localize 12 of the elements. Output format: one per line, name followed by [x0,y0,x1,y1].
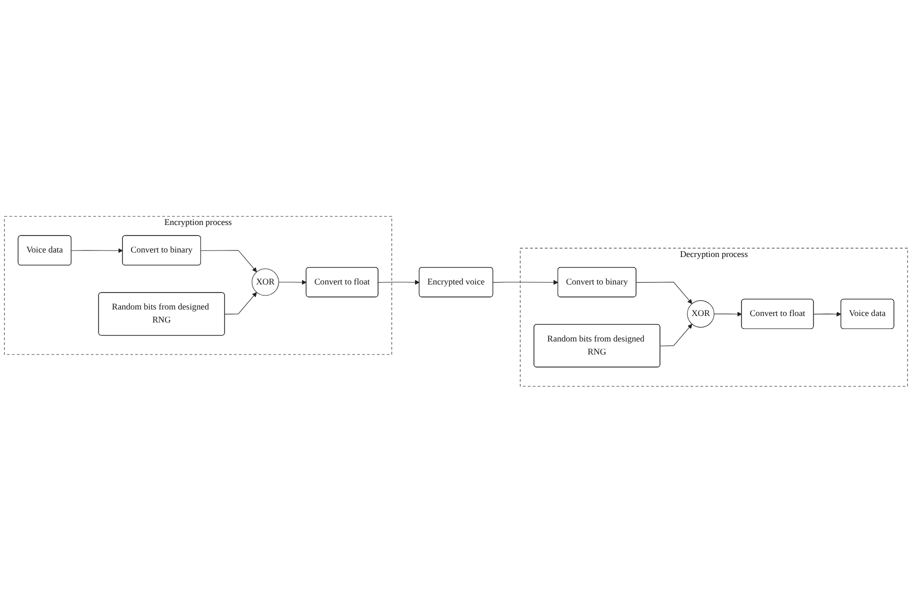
arrow [636,282,692,304]
arrow [813,312,842,317]
arrow [378,280,420,285]
node-circle: XOR [687,300,714,328]
arrow [71,248,123,254]
arrow [224,292,257,315]
arrow [278,280,307,285]
arrow [714,312,742,317]
arrow [660,324,692,346]
arrow [200,250,257,272]
node-circle: XOR [252,268,279,296]
arrow [492,280,558,285]
